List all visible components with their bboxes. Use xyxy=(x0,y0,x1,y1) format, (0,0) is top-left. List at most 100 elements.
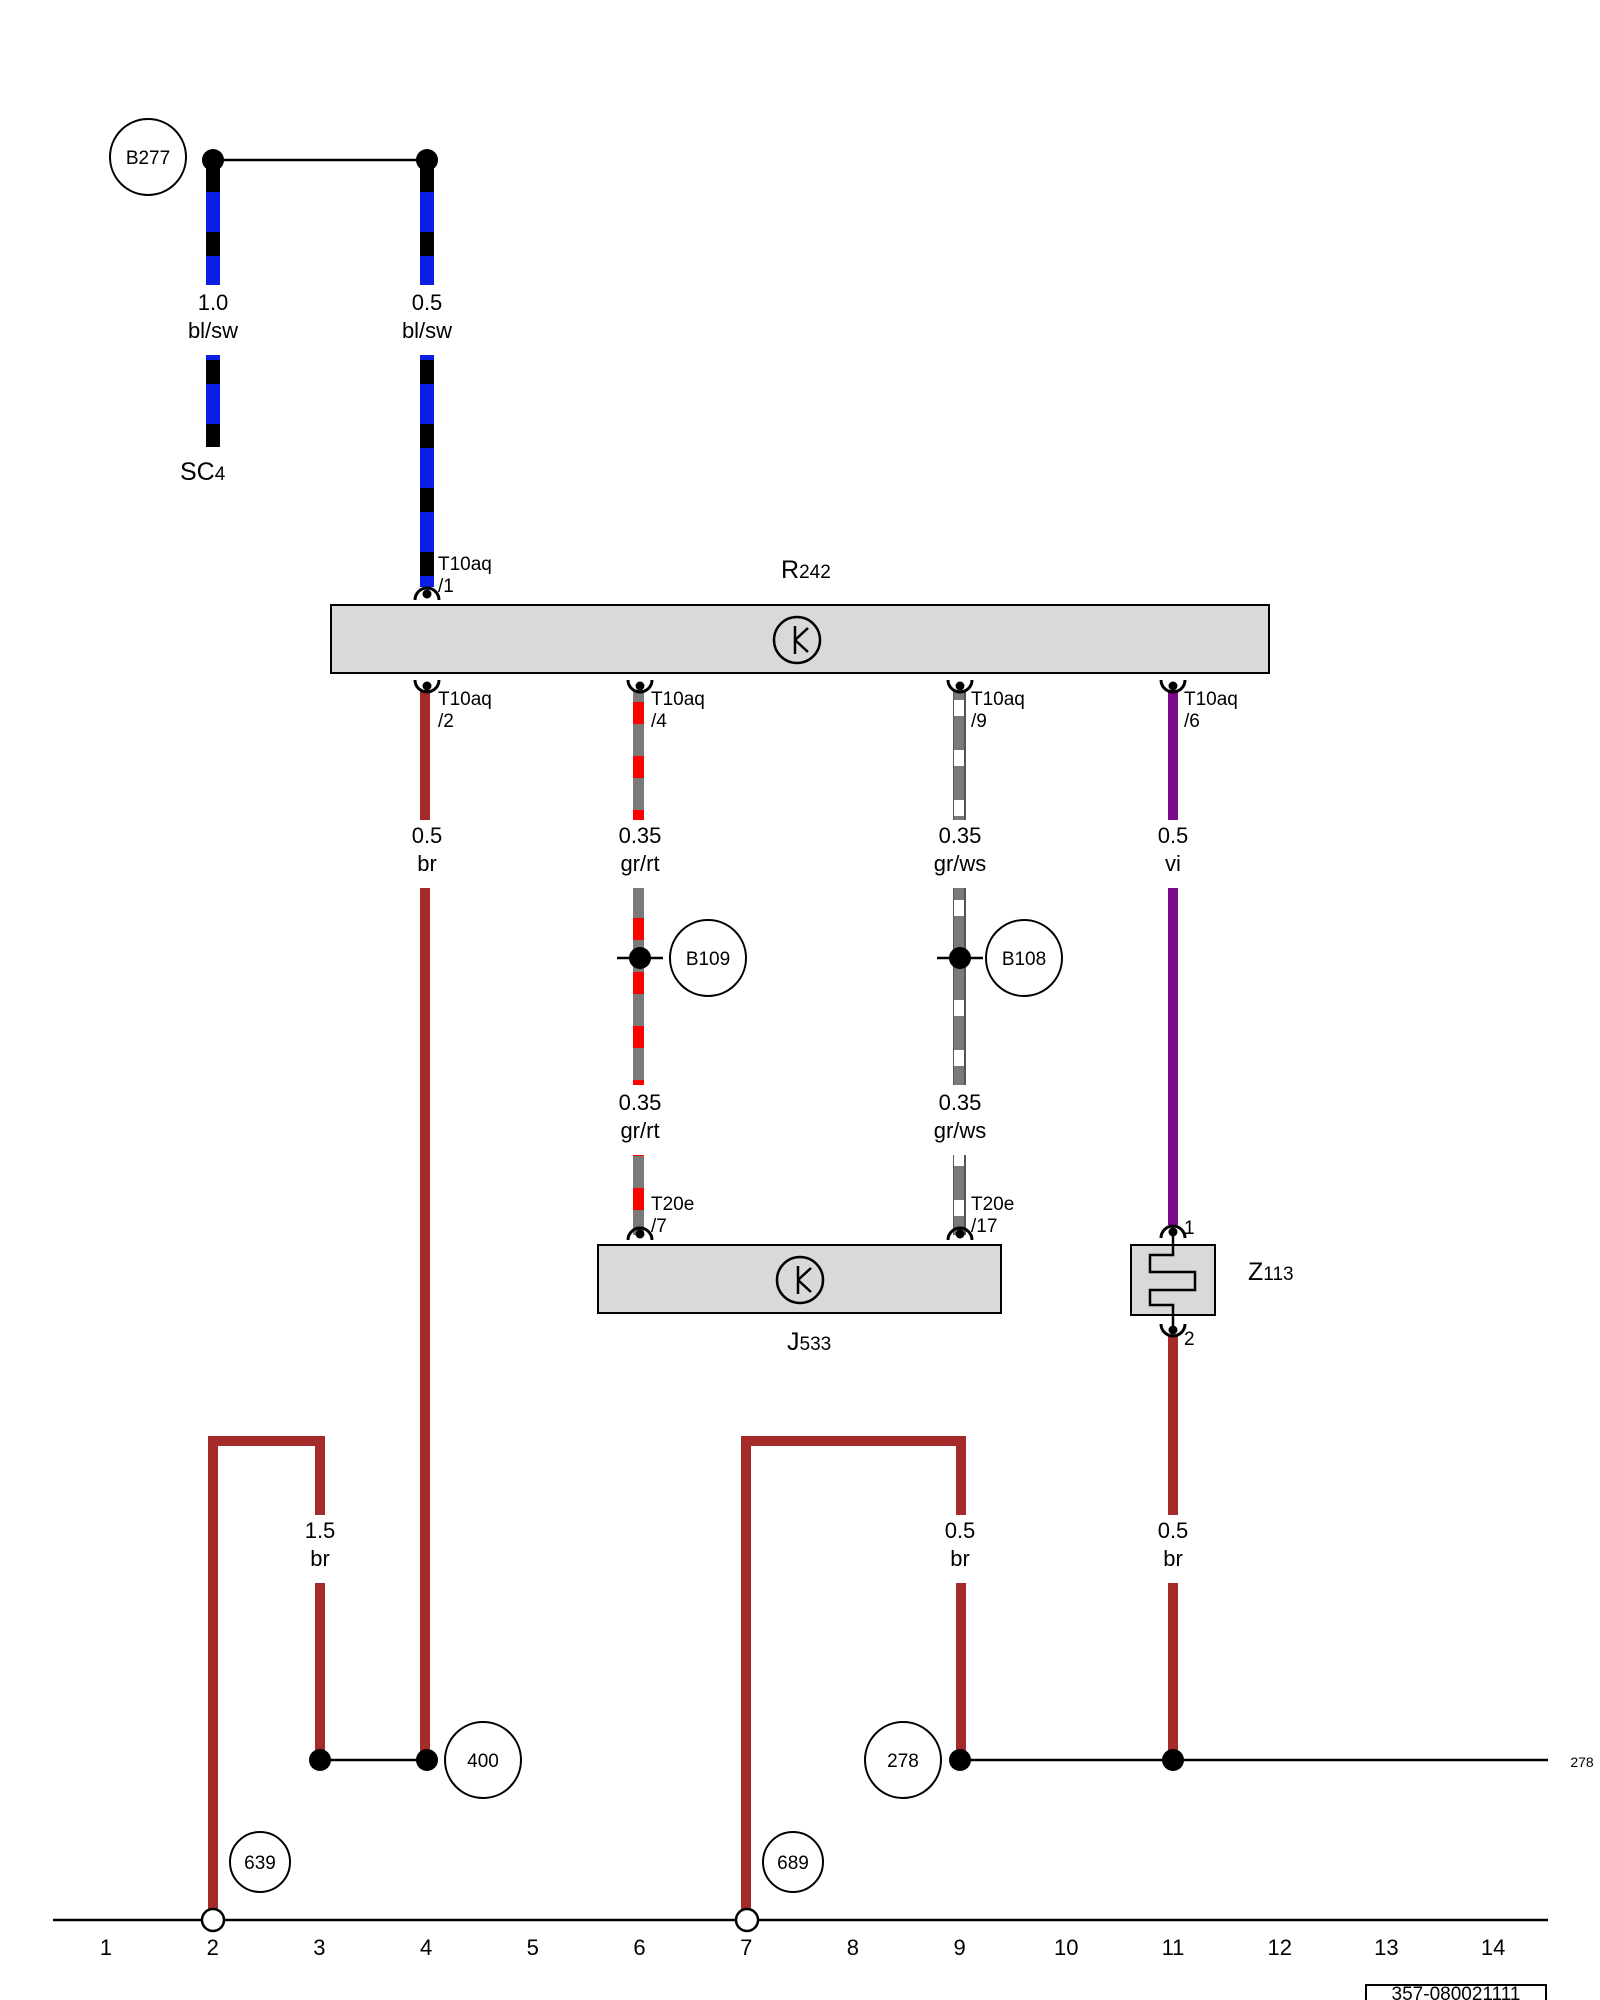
connection-point-b277: B277 xyxy=(109,118,187,196)
wire-ground-689-vertical xyxy=(741,1440,751,1920)
wire-r242-pin6-top xyxy=(1168,690,1178,820)
wire-r242-pin2-top xyxy=(420,690,430,820)
wire-ground-689-top xyxy=(741,1436,966,1446)
connector-pin-icon xyxy=(1159,1224,1187,1239)
wire-color-label: bl/sw xyxy=(188,318,238,343)
wire-ground-3-bottom xyxy=(315,1583,325,1760)
wire-sc4-bottom xyxy=(206,355,220,447)
wire-size-label: 0.5 xyxy=(412,290,443,315)
coordinate-number: 3 xyxy=(313,1935,325,1960)
coordinate-number: 7 xyxy=(740,1935,752,1960)
connection-point-278: 278 xyxy=(864,1721,942,1799)
junction-dot xyxy=(309,1749,331,1771)
wire-z113-pin2-bottom xyxy=(1168,1583,1178,1760)
connection-point-b109: B109 xyxy=(669,919,747,997)
connector-pin-icon xyxy=(1159,679,1187,694)
wire-color-label: br xyxy=(950,1546,970,1571)
svg-text:B109: B109 xyxy=(686,949,730,970)
wire-size-label: 0.35 xyxy=(939,823,982,848)
wire-size-label: 1.0 xyxy=(198,290,229,315)
coordinate-number: 4 xyxy=(420,1935,432,1960)
wire-b277-left-top xyxy=(206,160,220,285)
connection-point-689: 689 xyxy=(762,1831,824,1893)
component-label-sc4: SC4 xyxy=(180,458,226,486)
heater-element-icon xyxy=(1148,1233,1197,1330)
connector-label: T10aq/6 xyxy=(1184,689,1238,732)
component-label-j533: J533 xyxy=(787,1328,831,1356)
wire-size-label: 1.5 xyxy=(305,1518,336,1543)
wire-color-label: gr/ws xyxy=(934,851,987,876)
wire-ground-9-bottom xyxy=(956,1583,966,1760)
wire-size-label: 0.35 xyxy=(619,1090,662,1115)
wire-color-label: bl/sw xyxy=(402,318,452,343)
document-id: 357-080021111 xyxy=(1392,1984,1521,2000)
svg-text:278: 278 xyxy=(887,1751,919,1772)
coordinate-number: 2 xyxy=(207,1935,219,1960)
wire-r242-pin9-top xyxy=(953,690,966,820)
connector-label: T10aq/9 xyxy=(971,689,1025,732)
wire-ground-3-top xyxy=(315,1440,325,1515)
connection-point-400: 400 xyxy=(444,1721,522,1799)
coordinate-number: 12 xyxy=(1267,1935,1291,1960)
connection-point-639: 639 xyxy=(229,1831,291,1893)
junction-dot xyxy=(629,947,651,969)
wire-ground-639-vertical xyxy=(208,1440,218,1920)
document-id-box xyxy=(1365,1984,1547,2000)
wire-size-label: 0.35 xyxy=(939,1090,982,1115)
wire-size-label: 0.5 xyxy=(1158,1518,1189,1543)
connector-pin-icon xyxy=(626,1226,654,1241)
connector-pin-label: 1 xyxy=(1184,1218,1195,1239)
coordinate-number: 13 xyxy=(1374,1935,1398,1960)
component-label-r242: R242 xyxy=(781,556,831,584)
svg-text:689: 689 xyxy=(777,1853,809,1874)
wire-b109-segment xyxy=(633,888,644,1085)
junction-dot xyxy=(949,947,971,969)
svg-text:B108: B108 xyxy=(1002,949,1046,970)
connector-pin-icon xyxy=(413,679,441,694)
wire-color-label: gr/ws xyxy=(934,1118,987,1143)
connector-pin-icon xyxy=(1159,1323,1187,1338)
wire-color-label: br xyxy=(1163,1546,1183,1571)
connector-pin-icon xyxy=(413,586,441,601)
coordinate-number: 14 xyxy=(1481,1935,1505,1960)
wire-b277-right-top xyxy=(420,160,434,285)
ground-point-open xyxy=(734,1907,760,1933)
connector-label: T20e/17 xyxy=(971,1194,1014,1237)
junction-dot xyxy=(202,149,224,171)
connector-pin-icon xyxy=(946,1226,974,1241)
wire-color-label: br xyxy=(417,851,437,876)
junction-dot xyxy=(416,1749,438,1771)
wire-color-label: gr/rt xyxy=(620,851,659,876)
connector-pin-icon xyxy=(626,679,654,694)
component-label-z113: Z113 xyxy=(1248,1258,1294,1286)
coordinate-number: 10 xyxy=(1054,1935,1078,1960)
connector-label: T10aq/1 xyxy=(438,554,492,597)
svg-text:400: 400 xyxy=(467,1751,499,1772)
wire-b108-segment xyxy=(953,888,966,1085)
wire-size-label: 0.35 xyxy=(619,823,662,848)
coordinate-number: 8 xyxy=(847,1935,859,1960)
coordinate-number: 11 xyxy=(1162,1935,1185,1960)
svg-text:639: 639 xyxy=(244,1853,276,1874)
junction-dot xyxy=(1162,1749,1184,1771)
antenna-symbol-icon xyxy=(772,615,822,665)
coordinate-number: 6 xyxy=(633,1935,645,1960)
wire-r242-pin1 xyxy=(420,355,434,587)
connection-point-b108: B108 xyxy=(985,919,1063,997)
component-z113-box xyxy=(1130,1244,1216,1316)
connector-label: T20e/7 xyxy=(651,1194,694,1237)
wire-z113-pin2-top xyxy=(1168,1335,1178,1515)
wire-j533-pin17 xyxy=(953,1155,966,1235)
coordinate-number: 9 xyxy=(953,1935,965,1960)
wire-r242-pin6-bottom xyxy=(1168,888,1178,1225)
connector-label: T10aq/2 xyxy=(438,689,492,732)
coordinate-number: 1 xyxy=(100,1935,112,1960)
junction-dot xyxy=(416,149,438,171)
coordinate-number: 5 xyxy=(527,1935,539,1960)
continuation-reference: 278 xyxy=(1570,1754,1594,1770)
svg-text:B277: B277 xyxy=(126,148,170,169)
wire-color-label: gr/rt xyxy=(620,1118,659,1143)
wire-j533-pin7 xyxy=(633,1155,644,1235)
